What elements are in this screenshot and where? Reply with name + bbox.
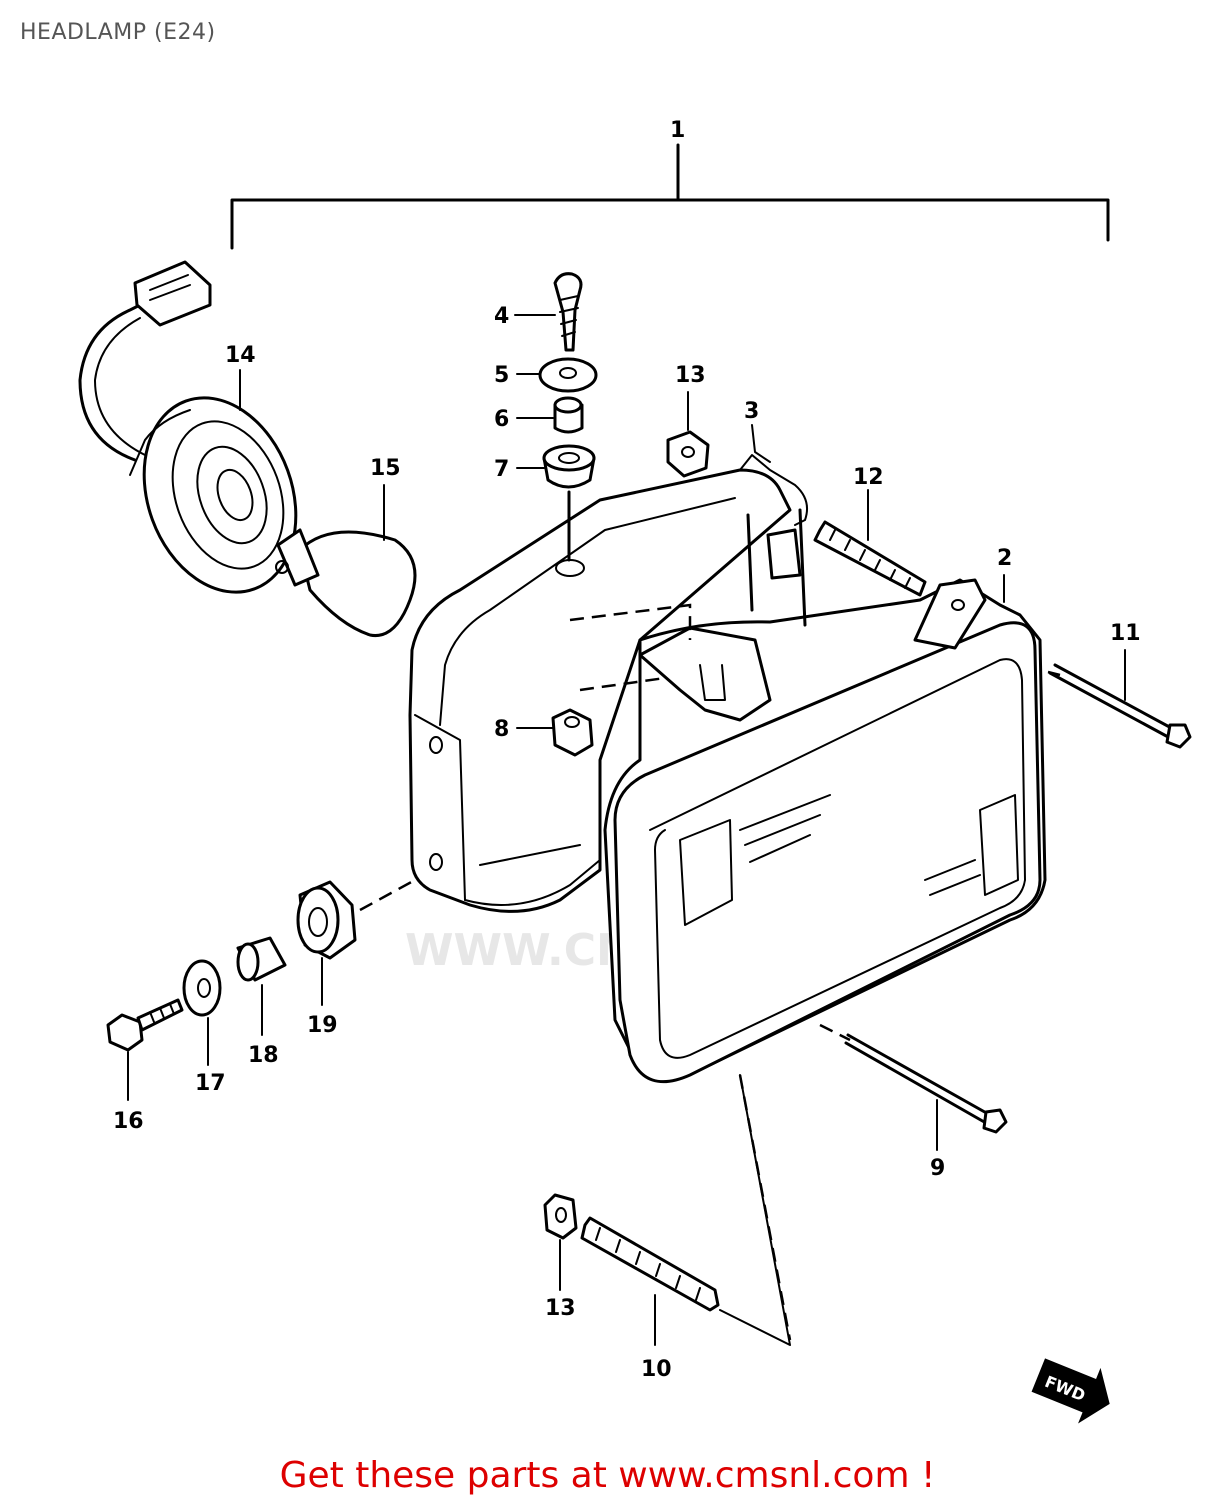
callout-17: 17 — [195, 1071, 226, 1096]
callout-18: 18 — [248, 1043, 279, 1068]
callout-14: 14 — [225, 343, 256, 368]
callout-19: 19 — [307, 1013, 338, 1038]
callout-11: 11 — [1110, 621, 1141, 646]
collar-6 — [553, 396, 584, 434]
callout-6: 6 — [494, 407, 509, 432]
screw-9 — [844, 1033, 1008, 1151]
screw-4 — [553, 272, 583, 352]
headlamp-bulb — [275, 528, 417, 638]
grommet-19 — [296, 880, 357, 1006]
callout-10: 10 — [641, 1357, 672, 1382]
nut-13-lower — [543, 1193, 578, 1291]
headlamp-stay — [638, 454, 808, 722]
grommet-7 — [542, 444, 596, 577]
callout-4: 4 — [494, 304, 509, 329]
adjuster-screw-12 — [813, 489, 927, 597]
callout-3: 3 — [744, 399, 759, 424]
bolt-16 — [106, 998, 184, 1101]
callout-13-upper: 13 — [675, 363, 706, 388]
callout-13-lower: 13 — [545, 1296, 576, 1321]
callout-8: 8 — [494, 717, 509, 742]
screw-11 — [1048, 649, 1192, 749]
callout-16: 16 — [113, 1109, 144, 1134]
callout-12: 12 — [853, 465, 884, 490]
cmsnl-link[interactable]: Get these parts at www.cmsnl.com ! — [279, 1455, 936, 1496]
callout-1: 1 — [670, 118, 685, 143]
callout-15: 15 — [370, 456, 401, 481]
bulb-socket — [78, 260, 298, 594]
page-title: HEADLAMP (E24) — [20, 20, 216, 45]
callout-7: 7 — [494, 457, 509, 482]
nut-8 — [551, 708, 594, 757]
collar-18 — [236, 936, 287, 1036]
washer-5 — [538, 357, 598, 393]
callout-5: 5 — [494, 363, 509, 388]
washer-17 — [182, 959, 222, 1066]
screw-10 — [580, 1216, 720, 1346]
callout-9: 9 — [930, 1156, 945, 1181]
assembly-bracket — [230, 143, 1110, 250]
callout-2: 2 — [997, 546, 1012, 571]
nut-13-upper — [666, 391, 710, 478]
fwd-direction-icon: FWD — [1031, 1358, 1110, 1424]
